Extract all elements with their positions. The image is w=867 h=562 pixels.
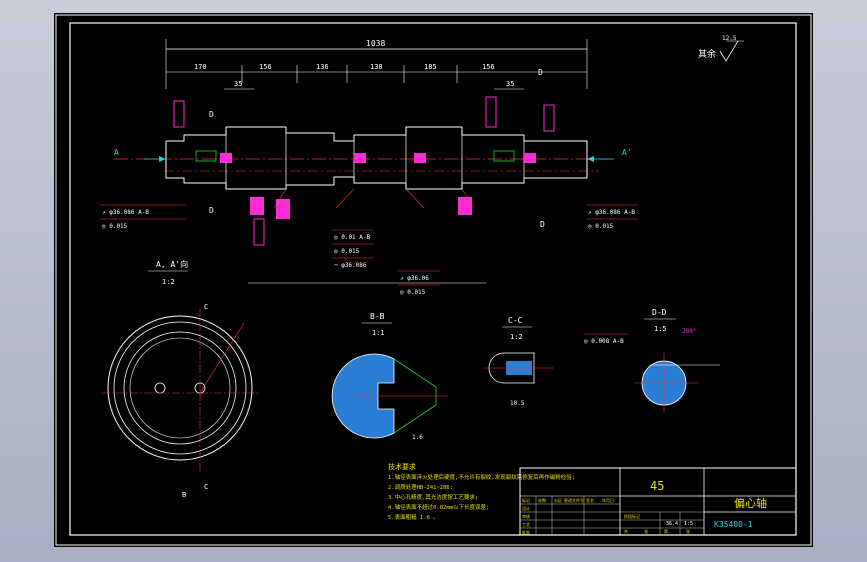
bb-scale: 1:1 — [372, 329, 385, 337]
dd-scale: 1:5 — [654, 325, 667, 333]
segment-dim-4: 138 — [370, 63, 383, 71]
note-5: 5.表面粗糙 1.6 。 — [388, 513, 439, 521]
design-label-1: 设计 — [522, 505, 530, 511]
sheet-label-1: 共 — [624, 528, 628, 534]
drawing-sheet: 1038 170 156 136 138 185 156 35 35 D 其余 … — [54, 13, 813, 547]
scale: 1:5 — [684, 521, 693, 527]
sheet-label-4: 张 — [686, 528, 690, 534]
keyway-dim-right: 35 — [506, 80, 514, 88]
drawing-number: K35400-1 — [714, 520, 753, 529]
design-label-4: 批准 — [522, 529, 530, 535]
view-label-d-top-right: D — [538, 68, 543, 77]
bb-side-dim: 1.6 — [412, 434, 423, 441]
title-block: 45 偏心轴 K35400-1 36.4 1:5 标记 处数 分区 更改文件号 … — [519, 467, 797, 536]
cc-title: C-C — [508, 316, 523, 325]
technical-notes: 技术要求 1.轴径表面淬火处理后硬度,不允许有裂纹,发现裂纹需修复后再作磁粉检验… — [388, 462, 575, 521]
label-c-top: C — [204, 303, 208, 311]
label-b-bottom: B — [182, 491, 186, 499]
tol-right-2: ◎ 0.015 — [588, 223, 614, 230]
tol-left-1: ↗ φ36.086 A-B — [102, 209, 149, 216]
tol-right-1: ↗ φ36.086 A-B — [588, 209, 635, 216]
note-3: 3.中心孔精度,其光洁度按工艺要求; — [388, 493, 478, 501]
segment-dim-3: 136 — [316, 63, 329, 71]
weight: 36.4 — [666, 521, 678, 527]
dd-title: D-D — [652, 308, 667, 317]
view-label-d-right-bottom: D — [540, 220, 545, 229]
note-1: 1.轴径表面淬火处理后硬度,不允许有裂纹,发现裂纹需修复后再作磁粉检验; — [388, 473, 575, 481]
overall-length: 1038 — [366, 39, 385, 48]
view-label-d-top: D — [209, 110, 214, 119]
segment-dim-6: 156 — [482, 63, 495, 71]
segment-dim-5: 185 — [424, 63, 437, 71]
row-label-3: 分区 — [554, 497, 562, 503]
segment-dimensions: 170 156 136 138 185 156 35 35 D — [166, 63, 587, 90]
tol-center-3: ⌒ φ36.086 — [334, 262, 367, 269]
roughness-value: 12.5 — [722, 35, 737, 42]
roughness-symbol: 其余 12.5 — [698, 35, 744, 62]
tol-cd: ◎ 0.008 A-B — [584, 338, 624, 345]
material: 45 — [650, 479, 664, 493]
row-label-5: 签名 — [586, 497, 594, 503]
section-dd: D-D 1:5 200° — [634, 308, 720, 413]
sheet-label-3: 第 — [664, 528, 668, 534]
tol-left-2: ◎ 0.015 — [102, 223, 128, 230]
view-label-a-prime: A' — [622, 148, 632, 157]
design-label-3: 工艺 — [522, 522, 530, 527]
segment-dim-1: 170 — [194, 63, 207, 71]
cc-width-dim: 10.5 — [510, 400, 525, 407]
overall-dimension: 1038 — [165, 39, 588, 89]
row-label-2: 处数 — [538, 497, 546, 503]
stage-label: 阶段标记 — [624, 513, 640, 519]
part-name: 偏心轴 — [734, 496, 767, 510]
sheet-label-2: 张 — [644, 528, 648, 534]
section-bb: B-B 1:1 1.6 — [331, 312, 448, 441]
cc-scale: 1:2 — [510, 333, 523, 341]
end-view-aa: A, A'向 1:2 C B C — [102, 259, 258, 499]
label-c-bottom: C — [204, 483, 208, 491]
tol-center-2: ◎ 0.015 — [334, 248, 360, 255]
note-2: 2.调质处理HB-241~286; — [388, 483, 453, 491]
tolerance-frames: ↗ φ36.086 A-B ◎ 0.015 ◎ 0.01 A-B ◎ 0.015… — [100, 204, 638, 345]
aa-view-title: A, A'向 — [156, 259, 188, 269]
aa-view-scale: 1:2 — [162, 278, 175, 286]
cad-drawing: 1038 170 156 136 138 185 156 35 35 D 其余 … — [55, 14, 812, 546]
keyway-dim-left: 35 — [234, 80, 242, 88]
note-4: 4.轴径表面不超过0.02mm以下长度误差; — [388, 503, 489, 511]
tol-mid-2: ◎ 0.015 — [400, 289, 426, 296]
row-label-4: 更改文件号 — [564, 497, 584, 503]
section-cc: C-C 1:2 10.5 — [484, 316, 554, 407]
tol-center-1: ◎ 0.01 A-B — [334, 234, 371, 241]
outer-border — [55, 14, 812, 546]
roughness-note: 其余 — [698, 48, 716, 60]
row-label-6: 年月日 — [602, 497, 614, 503]
shaft-main-view: A A' D D D — [114, 96, 632, 246]
bb-title: B-B — [370, 312, 385, 321]
view-label-d-bottom: D — [209, 206, 214, 215]
view-label-a: A — [114, 148, 119, 157]
tol-mid-1: ↗ φ36.06 — [400, 275, 429, 282]
notes-title: 技术要求 — [388, 462, 416, 471]
segment-dim-2: 156 — [259, 63, 272, 71]
design-label-2: 审核 — [522, 513, 530, 519]
row-label-1: 标记 — [522, 497, 530, 503]
dd-angle-dim: 200° — [682, 328, 696, 335]
inner-border — [69, 22, 797, 536]
